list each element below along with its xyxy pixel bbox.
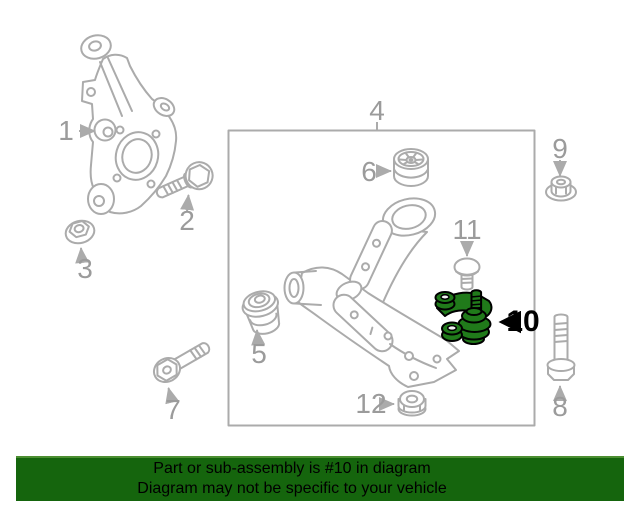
part-label-12: 12 — [355, 388, 387, 419]
disclaimer-text: Part or sub-assembly is #10 in diagram D… — [16, 458, 568, 499]
part-nut-3 — [64, 219, 96, 245]
part-bushing-5 — [241, 290, 281, 335]
part-label-1: 1 — [58, 115, 74, 146]
banner-line2: Diagram may not be specific to your vehi… — [137, 480, 447, 497]
part-nut-9 — [545, 175, 577, 202]
part-bolt-7 — [152, 342, 211, 384]
part-bolt-8 — [546, 313, 576, 381]
part-label-11: 11 — [452, 214, 482, 245]
banner-line1: Part or sub-assembly is #10 in diagram — [153, 460, 431, 477]
part-bolt-2 — [155, 161, 214, 199]
part-steering-knuckle — [80, 34, 178, 215]
part-ball-joint-highlighted — [434, 289, 493, 345]
assembly-box — [227, 129, 536, 427]
part-label-2: 2 — [179, 205, 195, 236]
part-bushing-6 — [393, 148, 429, 187]
part-label-8: 8 — [552, 391, 568, 422]
part-nut-12 — [397, 390, 427, 417]
part-label-3: 3 — [77, 253, 93, 284]
part-label-7: 7 — [165, 394, 181, 425]
leader-arrows — [75, 122, 567, 411]
part-label-6: 6 — [361, 156, 377, 187]
part-bolt-11 — [453, 257, 481, 291]
part-lower-control-arm — [283, 197, 460, 388]
part-label-4: 4 — [369, 95, 385, 126]
part-label-5: 5 — [251, 338, 267, 369]
part-label-10-highlighted: 10 — [506, 305, 540, 338]
disclaimer-banner: Part or sub-assembly is #10 in diagram D… — [16, 456, 624, 501]
part-label-9: 9 — [552, 133, 568, 164]
